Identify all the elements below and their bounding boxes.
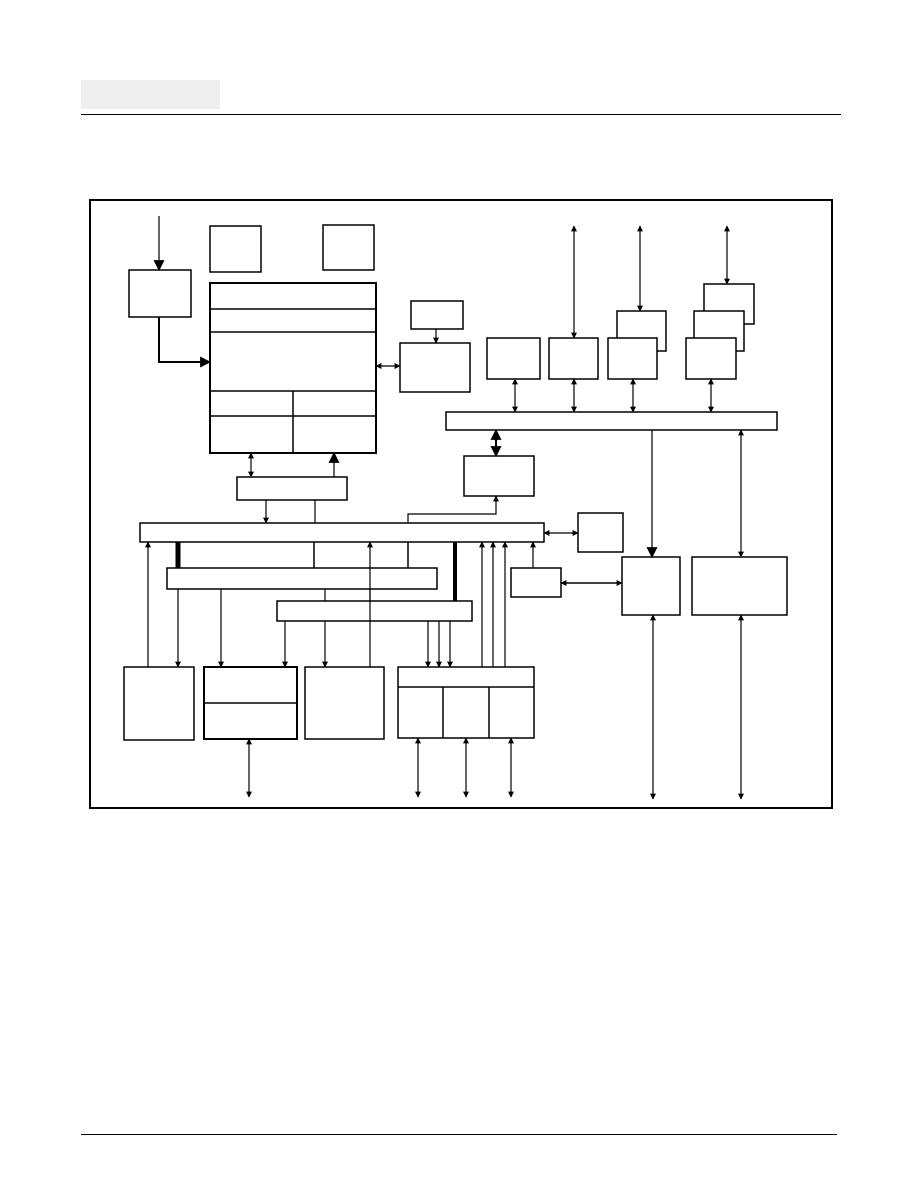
block-bridge [463,455,535,497]
block-bottom-3 [304,666,385,740]
block-input [128,269,192,318]
block-peripheral-2 [548,337,599,380]
header-tab [81,80,220,109]
block-bottom-4 [397,666,535,739]
block-memory-interface [236,476,348,501]
bus-system [139,522,545,543]
bus-secondary [166,567,438,590]
block-bus-right [577,512,624,553]
block-small-controller [510,567,562,598]
block-controller-b [691,556,788,616]
bus-peripheral [445,411,778,431]
block-companion [399,342,471,393]
block-peripheral-1 [486,337,541,380]
block-dual-front [607,337,658,380]
header-rule [81,114,841,115]
block-top-b [322,224,375,271]
diagram-frame [89,199,833,809]
footer-rule [81,1134,837,1135]
block-stack-front [685,337,737,380]
bus-tertiary [276,600,473,622]
block-small-upper [410,300,464,330]
block-controller-a [621,556,681,616]
block-bottom-1 [123,666,195,741]
block-top-a [209,225,262,273]
